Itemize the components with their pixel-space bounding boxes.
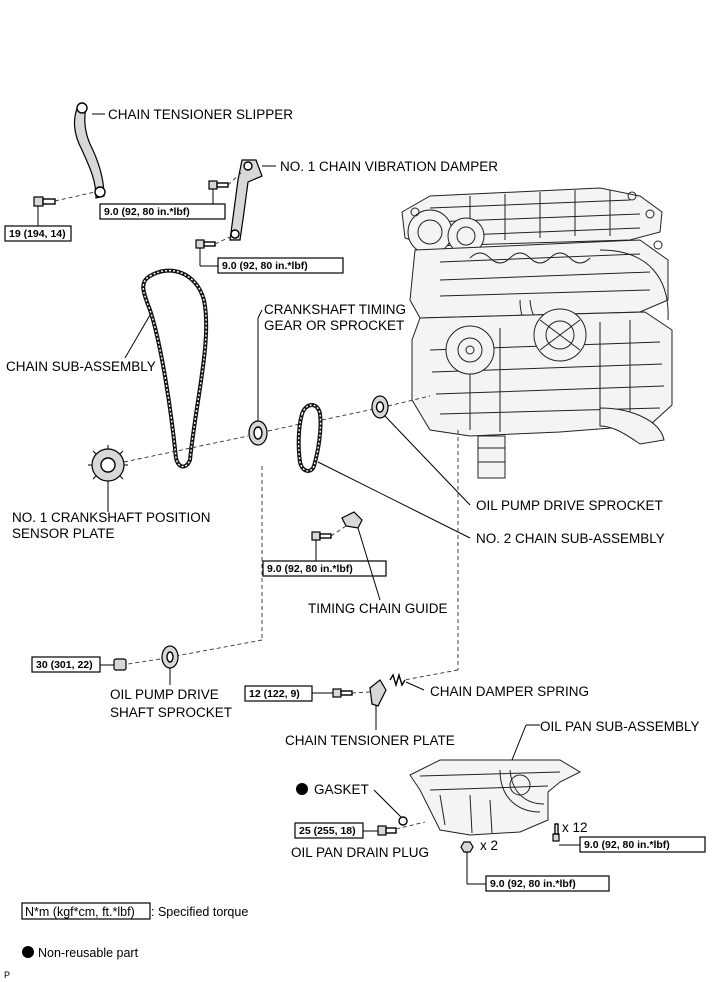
guide-torque-box xyxy=(262,560,387,577)
crankshaft-sensor-plate-label-2: SENSOR PLATE xyxy=(12,526,115,541)
guide-bolt xyxy=(311,531,332,541)
damper-bolt-lower xyxy=(195,239,216,249)
drain-plug-torque: 25 (255, 18) xyxy=(299,825,356,837)
slipper-torque: 19 (194, 14) xyxy=(9,228,66,240)
oil-pump-shaft-sprocket-label-1: OIL PUMP DRIVE xyxy=(110,687,219,702)
oil-pan-drain-plug-part xyxy=(377,825,397,836)
shaft-sprocket-nut xyxy=(113,658,127,671)
gasket-part xyxy=(398,816,408,826)
chain-tensioner-slipper-label: CHAIN TENSIONER SLIPPER xyxy=(108,107,293,122)
oil-pan-bolt-torque: 9.0 (92, 80 in.*lbf) xyxy=(584,839,670,851)
tensioner-plate-bolt xyxy=(332,688,353,698)
oil-pan-nut-torque-box xyxy=(485,875,610,892)
chain-damper-spring-part xyxy=(389,672,406,688)
chain-tensioner-plate-label: CHAIN TENSIONER PLATE xyxy=(285,733,455,748)
crankshaft-sensor-plate-label-1: NO. 1 CRANKSHAFT POSITION xyxy=(12,510,211,525)
legend-non-reusable-dot xyxy=(22,946,34,958)
crankshaft-timing-gear-label-2: GEAR OR SPROCKET xyxy=(264,318,404,333)
oil-pan-sub-assembly-part xyxy=(409,759,582,836)
chain-tensioner-slipper-part xyxy=(73,102,106,199)
chain-tensioner-plate-part xyxy=(369,679,387,707)
oil-pan-nut-torque: 9.0 (92, 80 in.*lbf) xyxy=(490,878,576,890)
damper-upper-torque-box xyxy=(99,203,226,220)
crankshaft-timing-gear-part xyxy=(248,420,268,446)
chain-sub-assembly-part xyxy=(141,268,209,469)
oil-pan-nut-part xyxy=(460,841,474,853)
oil-pump-drive-sprocket-label: OIL PUMP DRIVE SPROCKET xyxy=(476,498,663,513)
non-reusable-dot-gasket xyxy=(296,783,308,795)
shaft-sprocket-torque: 30 (301, 22) xyxy=(36,659,93,671)
oil-pan-bolt-part xyxy=(552,823,560,842)
damper-lower-torque-box xyxy=(217,257,344,274)
tensioner-plate-torque-box xyxy=(244,685,313,702)
oil-pump-shaft-sprocket-label-2: SHAFT SPROCKET xyxy=(110,705,232,720)
legend-torque-box xyxy=(21,902,151,920)
timing-chain-guide-label: TIMING CHAIN GUIDE xyxy=(308,601,448,616)
oil-pump-shaft-sprocket-part xyxy=(161,645,179,669)
guide-torque: 9.0 (92, 80 in.*lbf) xyxy=(267,563,353,575)
oil-pan-nut-qty: x 2 xyxy=(480,838,498,853)
no2-chain-sub-assembly-label: NO. 2 CHAIN SUB-ASSEMBLY xyxy=(476,531,665,546)
timing-chain-guide-part xyxy=(341,511,363,529)
damper-upper-torque: 9.0 (92, 80 in.*lbf) xyxy=(104,206,190,218)
drain-plug-torque-box xyxy=(294,822,364,839)
legend-torque-desc: : Specified torque xyxy=(151,905,248,919)
crankshaft-timing-gear-label-1: CRANKSHAFT TIMING xyxy=(264,302,406,317)
corner-code: P xyxy=(4,970,10,980)
oil-pan-bolt-qty: x 12 xyxy=(562,820,588,835)
slipper-torque-box xyxy=(4,225,72,242)
slipper-bolt xyxy=(33,196,56,207)
legend-non-reusable: Non-reusable part xyxy=(38,946,139,960)
no2-chain-sub-assembly-part xyxy=(296,403,323,473)
chain-damper-spring-label: CHAIN DAMPER SPRING xyxy=(430,684,589,699)
oil-pump-drive-sprocket-part xyxy=(371,395,389,419)
engine-block-illustration xyxy=(401,187,673,479)
crankshaft-sensor-plate-part xyxy=(88,445,128,485)
shaft-sprocket-torque-box xyxy=(31,656,101,673)
gasket-label: GASKET xyxy=(314,782,369,797)
oil-pan-sub-assembly-label: OIL PAN SUB-ASSEMBLY xyxy=(540,719,700,734)
oil-pan-drain-plug-label: OIL PAN DRAIN PLUG xyxy=(291,845,429,860)
tensioner-plate-torque: 12 (122, 9) xyxy=(249,688,300,700)
damper-lower-torque: 9.0 (92, 80 in.*lbf) xyxy=(222,260,308,272)
damper-bolt-upper xyxy=(208,180,229,190)
chain-sub-assembly-label: CHAIN SUB-ASSEMBLY xyxy=(6,359,156,374)
chain-vibration-damper-part xyxy=(229,159,263,241)
chain-vibration-damper-label: NO. 1 CHAIN VIBRATION DAMPER xyxy=(280,159,498,174)
oil-pan-bolt-torque-box xyxy=(579,836,706,853)
legend-torque-units: N*m (kgf*cm, ft.*lbf) xyxy=(25,905,135,919)
